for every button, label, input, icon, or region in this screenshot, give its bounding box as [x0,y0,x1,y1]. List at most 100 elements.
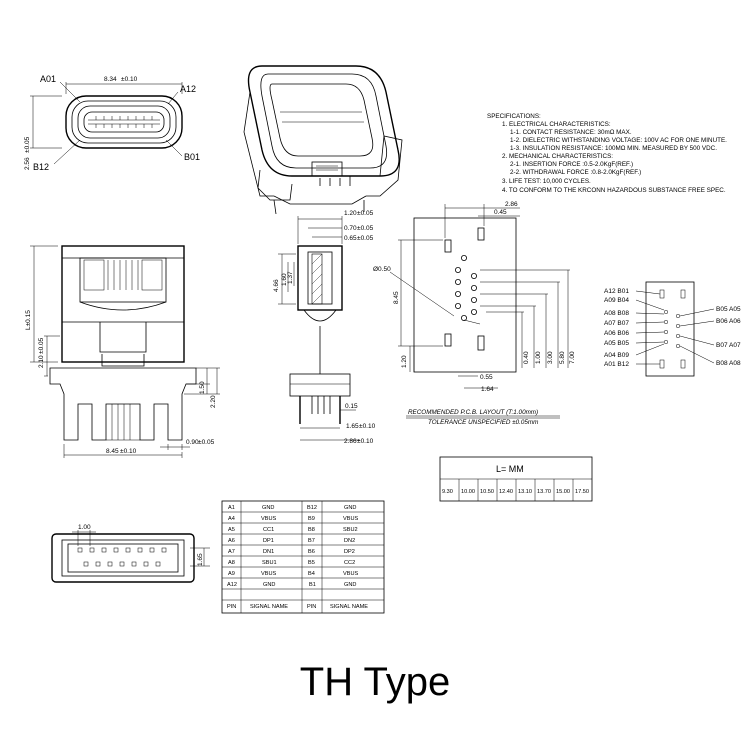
pin-label-a01: A01 [40,74,56,84]
signal-cell: VBUS [343,516,359,522]
side-tol2: ±0.10 [357,438,374,445]
length-value: 10.00 [461,489,475,495]
front-height-dim: 2.56 [24,157,31,170]
side-dim-286: 2.86 [344,438,357,445]
length-table-header: L= MM [496,464,524,474]
top-view-length-label: L±0.15 [25,310,32,330]
front-height-tol: ±0.05 [24,136,31,153]
pcb-dim-286: 2.86 [505,201,518,208]
side-dim-165: 1.65 [346,423,359,430]
pcb-dim-040: 0.40 [523,351,530,364]
pcb-dim-120: 1.20 [401,355,408,368]
pin-map-left-label: A05 B05 [604,340,629,347]
pcb-caption: RECOMMENDED P.C.B. LAYOUT (T:1.00mm) [408,409,538,416]
signal-table [221,500,385,614]
signal-cell: B9 [308,516,315,522]
specifications-block: SPECIFICATIONS: 1. ELECTRICAL CHARACTERI… [487,113,727,194]
signal-footer: PIN [227,604,236,610]
length-value: 13.10 [518,489,532,495]
top-view-tol2: ±0.10 [120,448,137,455]
bottom-dim-100: 1.00 [78,524,91,531]
spec-line: 4. TO CONFORM TO THE KRCONN HAZARDOUS SU… [502,187,726,194]
pin-map-left-label: A12 B01 [604,288,629,295]
signal-cell: VBUS [343,571,359,577]
front-width-tol: ±0.10 [121,76,138,83]
signal-cell: DN1 [263,549,274,555]
signal-cell: DP2 [344,549,355,555]
top-view-dim-210: 2.10 [38,355,45,368]
pcb-dim-845: 8.45 [393,291,400,304]
pin-map-left-label: A06 B06 [604,330,629,337]
signal-cell: CC1 [263,527,274,533]
length-value: 15.00 [556,489,570,495]
signal-cell: A1 [228,505,235,511]
signal-cell: DP1 [263,538,274,544]
pcb-dim-045: 0.45 [494,209,507,216]
pin-map-left-label: A09 B04 [604,297,629,304]
pcb-dim-phi: Ø0.50 [373,266,391,273]
signal-cell: GND [262,505,274,511]
spec-line: 1-1. CONTACT RESISTANCE: 30mΩ MAX. [510,129,632,136]
spec-heading: SPECIFICATIONS: [487,113,541,120]
pcb-tolerance: TOLERANCE UNSPECIFIED ±0.05mm [428,419,538,426]
signal-footer: PIN [307,604,316,610]
spec-line: 2. MECHANICAL CHARACTERISTICS: [502,153,613,160]
pin-map-right-label: B05 A05 [716,306,741,313]
signal-cell: A8 [228,560,235,566]
pcb-dim-100: 1.00 [535,351,542,364]
pcb-dim-580: 5.80 [559,351,566,364]
signal-cell: B7 [308,538,315,544]
signal-table-text: A1 GND B12 GND A4 VBUS B9 VBUS A5 CC1 B8… [227,505,368,610]
pin-map-right-label: B08 A08 [716,360,741,367]
pcb-dim-055: 0.55 [480,374,493,381]
side-dim-065: 0.65 [344,235,357,242]
pin-map-right-label: B07 A07 [716,342,741,349]
side-dim-015: 0.15 [345,403,358,410]
signal-cell: DN2 [344,538,355,544]
side-dim-160: 1.60 [281,273,288,286]
signal-cell: VBUS [261,516,277,522]
pin-map-left-label: A04 B09 [604,352,629,359]
pcb-layout [389,204,570,389]
signal-cell: A5 [228,527,235,533]
page-title: TH Type [299,660,451,704]
front-width-dim: 8.34 [104,76,117,83]
pcb-dim-700: 7.00 [569,351,576,364]
length-table [439,456,593,502]
signal-footer: SIGNAL NAME [330,604,368,610]
pin-map-right-label: B06 A06 [716,318,741,325]
spec-line: 1-2. DIELECTRIC WITHSTANDING VOLTAGE: 10… [510,137,727,144]
pin-map [635,281,715,377]
signal-cell: B5 [308,560,315,566]
length-value: 10.50 [480,489,494,495]
signal-footer: SIGNAL NAME [250,604,288,610]
side-tol: ±0.05 [357,235,374,242]
pin-map-left-label: A07 B07 [604,320,629,327]
signal-cell: GND [263,582,275,588]
pin-map-left-label: A08 B08 [604,310,629,317]
isometric-view [243,65,403,215]
signal-cell: VBUS [261,571,277,577]
spec-line: 2-2. WITHDRAWAL FORCE :0.8-2.0KgF(REF.) [510,169,641,176]
pin-label-b12: B12 [33,162,49,172]
top-view-dim-845: 8.45 [106,448,119,455]
bottom-dim-165: 1.65 [197,553,204,566]
side-dim-137: 1.37 [287,271,294,284]
signal-cell: A6 [228,538,235,544]
length-value: 13.70 [537,489,551,495]
length-value: 9.30 [442,489,453,495]
signal-cell: CC2 [344,560,355,566]
signal-cell: A7 [228,549,235,555]
pin-map-left-label: A01 B12 [604,361,629,368]
signal-cell: GND [344,505,356,511]
signal-cell: A9 [228,571,235,577]
side-tol: ±0.05 [357,210,374,217]
top-view [30,245,220,458]
top-view-dim-150: 1.50 [199,381,206,394]
side-tol2: ±0.10 [359,423,376,430]
length-value: 17.50 [575,489,589,495]
side-dim-466: 4.66 [273,279,280,292]
side-dim-070: 0.70 [344,225,357,232]
signal-cell: SBU2 [343,527,358,533]
